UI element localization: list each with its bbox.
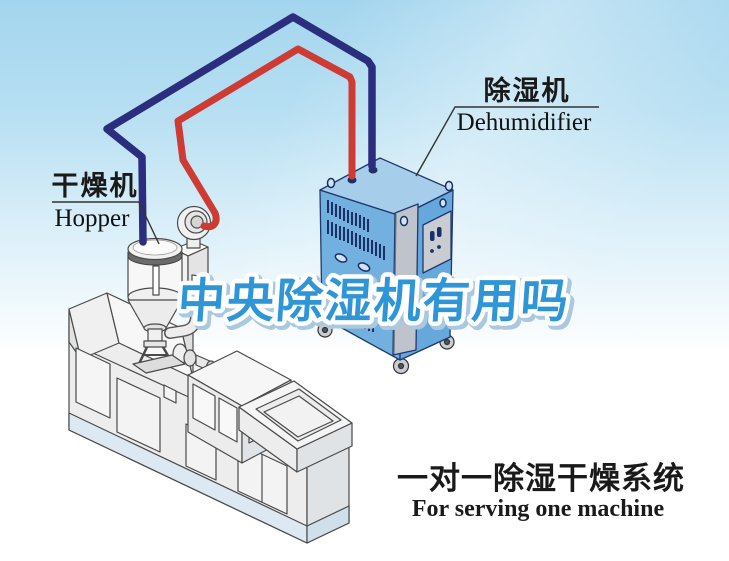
lifting-eyelets — [326, 177, 454, 312]
hopper-stand — [132, 346, 186, 374]
machine-door-panel — [116, 377, 161, 453]
dryer-label-en: Hopper — [55, 205, 131, 232]
overlay-title-shadow: 中央除湿机有用吗 — [179, 277, 575, 330]
dehumidifier-label-en: Dehumidifier — [457, 109, 592, 136]
control-panel — [422, 210, 452, 274]
hopper-dryer-illustration — [127, 205, 212, 374]
return-air-pipe — [174, 45, 356, 231]
molding-machine-illustration — [68, 292, 353, 544]
dryer-callout: 干燥机 Hopper — [52, 171, 160, 245]
supply-air-pipe — [103, 13, 376, 246]
dehumidifier-callout: 除湿机 Dehumidifier — [415, 75, 599, 177]
overlay-title-text: 中央除湿机有用吗 — [176, 274, 572, 327]
blower-unit — [164, 205, 212, 339]
vent-grille — [327, 200, 369, 232]
clamp-unit-box — [238, 380, 353, 473]
dehumidifier-label-zh: 除湿机 — [484, 75, 571, 106]
dehumidifier-illustration — [317, 157, 455, 375]
bottom-caption: 一对一除湿干燥系统 For serving one machine — [397, 461, 685, 522]
door-edge-strip — [392, 203, 419, 356]
vent-grille — [328, 299, 374, 332]
vent-grille — [327, 220, 385, 260]
overlay-title: 中央除湿机有用吗 中央除湿机有用吗 — [172, 270, 580, 336]
machine-window — [75, 347, 111, 419]
caption-zh: 一对一除湿干燥系统 — [397, 461, 685, 496]
caption-en: For serving one machine — [412, 496, 665, 522]
dryer-label-zh: 干燥机 — [52, 171, 139, 201]
